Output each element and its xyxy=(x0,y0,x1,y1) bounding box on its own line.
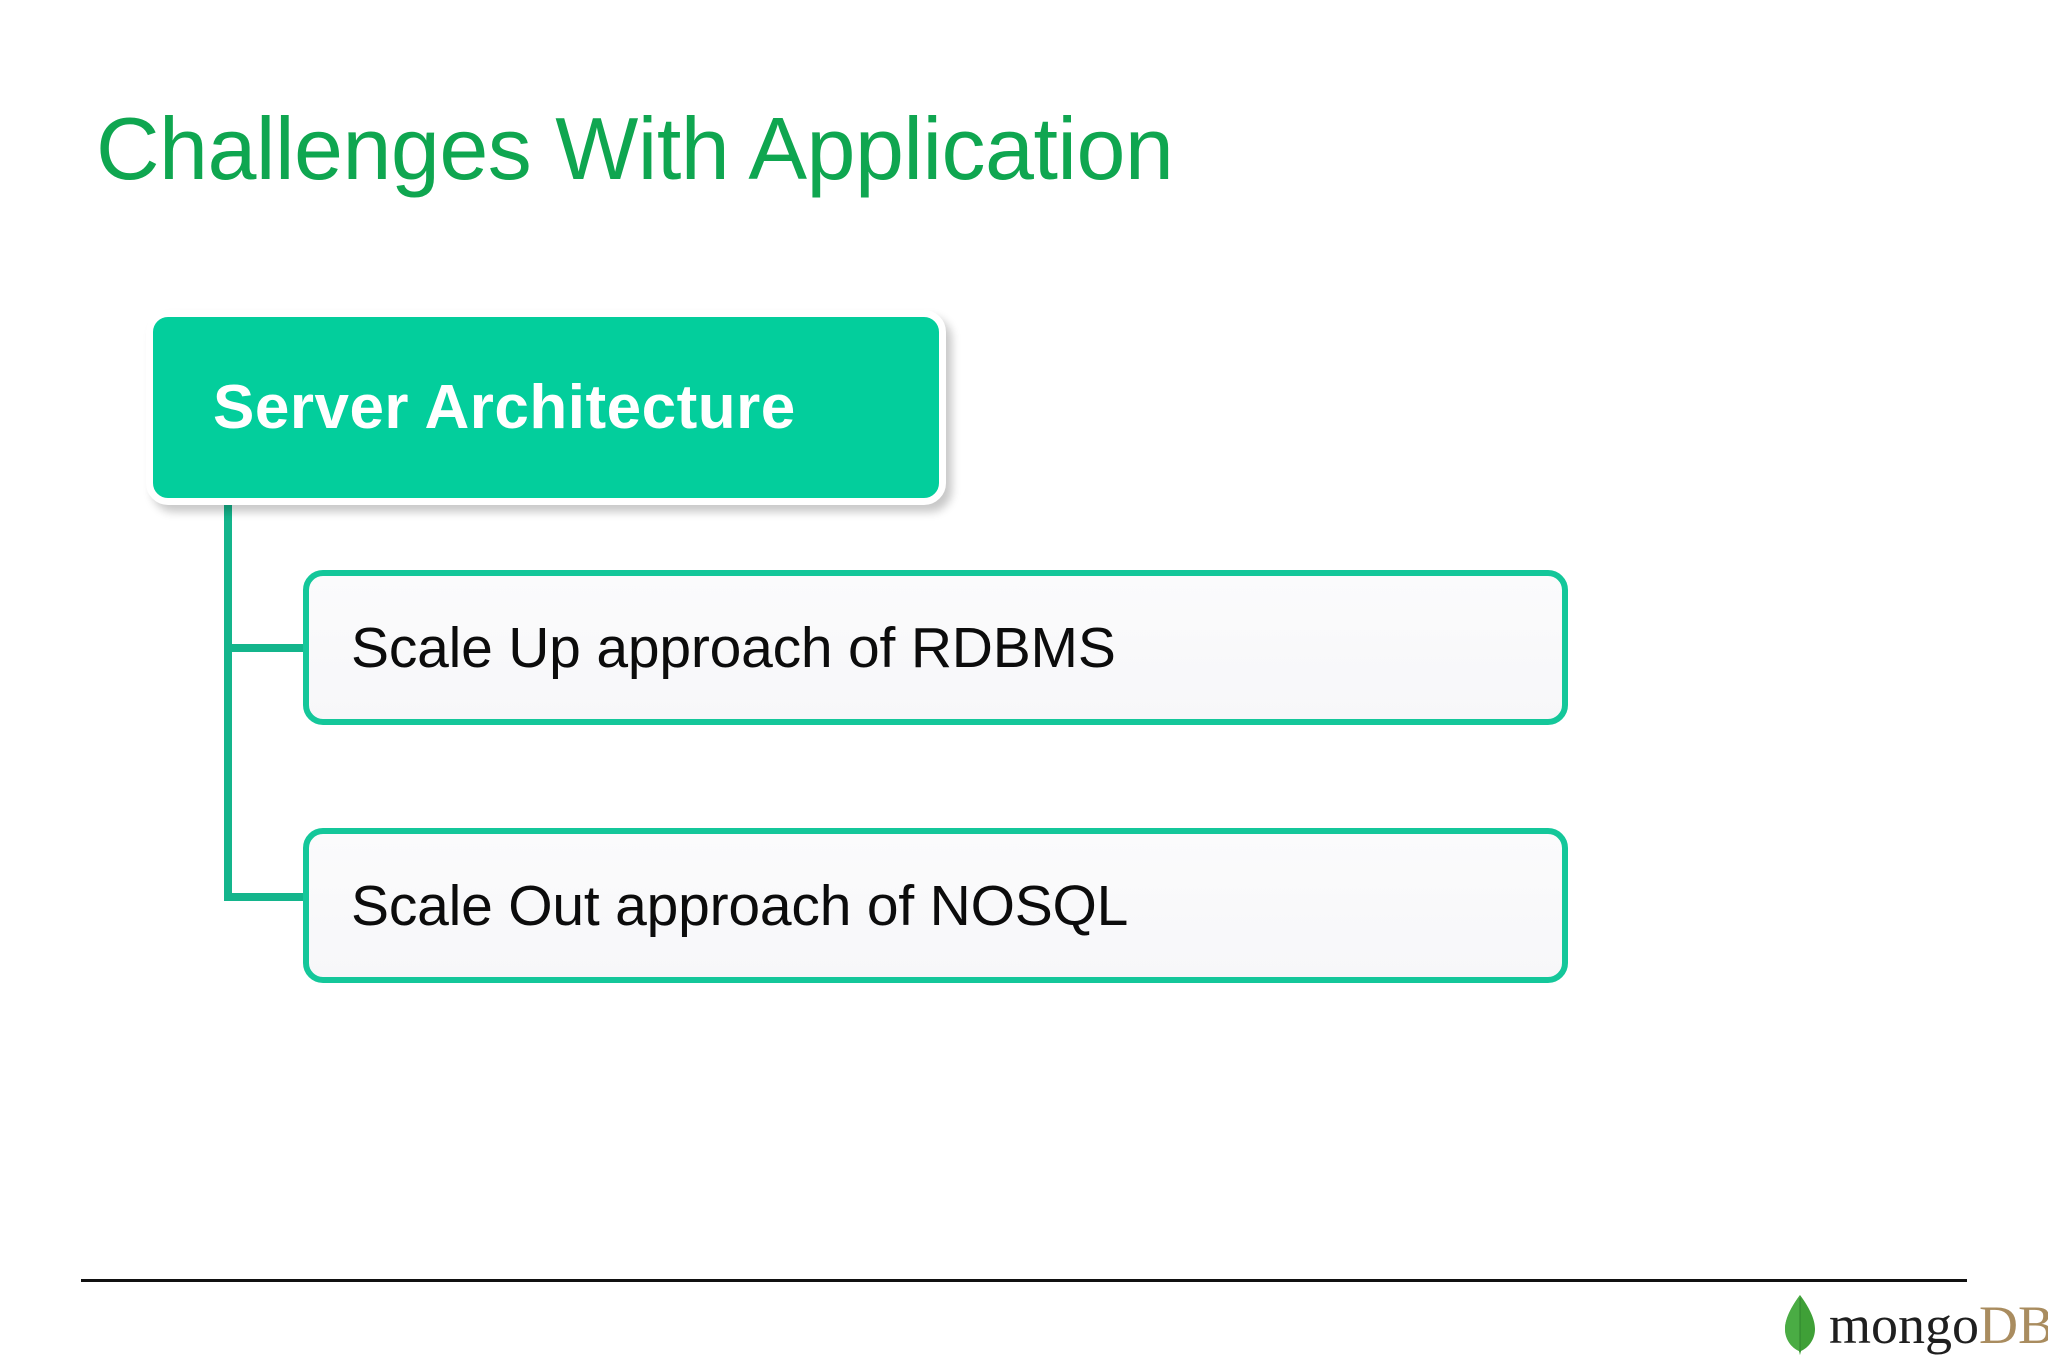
page-title: Challenges With Application xyxy=(96,98,1174,198)
footer-divider xyxy=(81,1279,1967,1282)
diagram-node-scale-up-label: Scale Up approach of RDBMS xyxy=(351,615,1116,680)
diagram-node-scale-out[interactable]: Scale Out approach of NOSQL xyxy=(303,828,1568,983)
mongodb-wordmark: mongoDB xyxy=(1829,1298,2048,1352)
mongodb-wordmark-db: DB xyxy=(1979,1295,2048,1355)
mongodb-leaf-icon xyxy=(1785,1295,1815,1355)
diagram-node-root-label: Server Architecture xyxy=(213,373,796,442)
diagram-node-root[interactable]: Server Architecture xyxy=(146,310,946,505)
connector-branch-1 xyxy=(224,644,310,652)
mongodb-wordmark-mongo: mongo xyxy=(1829,1295,1980,1355)
connector-vertical-trunk xyxy=(224,500,232,901)
diagram-node-scale-out-label: Scale Out approach of NOSQL xyxy=(351,873,1129,938)
connector-branch-2 xyxy=(224,893,310,901)
mongodb-logo: mongoDB xyxy=(1783,1292,2048,1358)
diagram-node-scale-up[interactable]: Scale Up approach of RDBMS xyxy=(303,570,1568,725)
